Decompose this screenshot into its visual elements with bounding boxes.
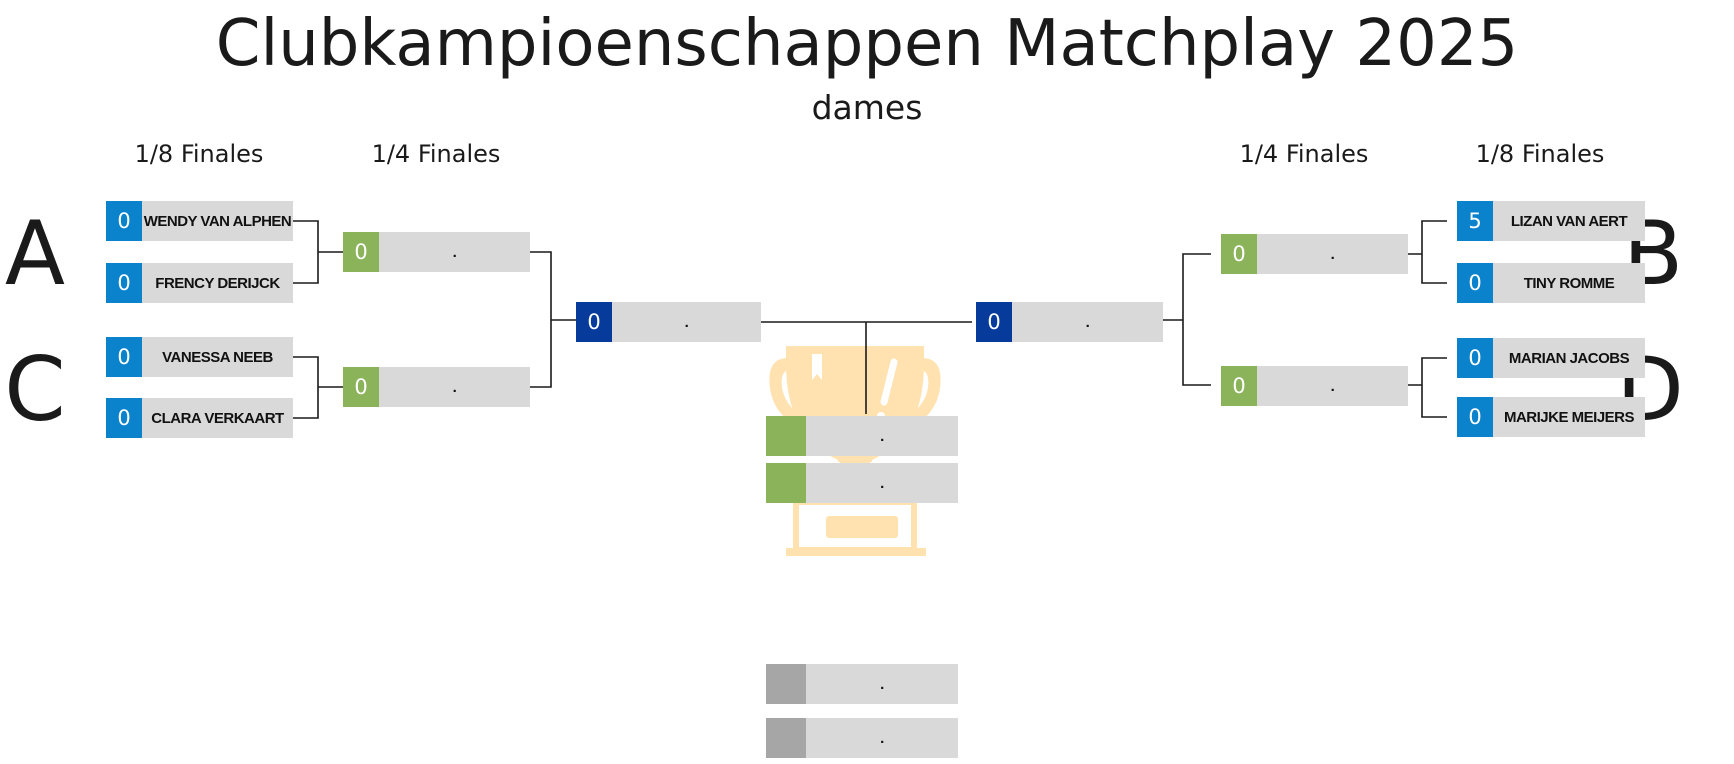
player-name: MARIAN JACOBS — [1493, 338, 1645, 378]
player-name: . — [1257, 366, 1408, 406]
right-r16-slot-2[interactable]: 0 TINY ROMME — [1457, 263, 1645, 303]
semi-right-slot[interactable]: 0 . — [976, 302, 1163, 342]
round-label-left-qf: 1/4 Finales — [371, 140, 501, 168]
player-name: . — [806, 664, 958, 704]
score-box: 0 — [1221, 366, 1257, 406]
player-name: . — [612, 302, 761, 342]
right-qf-slot-1[interactable]: 0 . — [1221, 234, 1408, 274]
player-name: . — [379, 232, 530, 272]
score-box: 0 — [106, 398, 142, 438]
semi-left-slot[interactable]: 0 . — [576, 302, 761, 342]
score-box — [766, 718, 806, 758]
page-title: Clubkampioenschappen Matchplay 2025 — [215, 7, 1519, 81]
player-name: . — [379, 367, 530, 407]
left-qf-slot-1[interactable]: 0 . — [343, 232, 530, 272]
score-box: 0 — [343, 367, 379, 407]
player-name: . — [806, 416, 958, 456]
score-box: 0 — [1457, 263, 1493, 303]
round-label-left-r16: 1/8 Finales — [134, 140, 264, 168]
score-box: 0 — [106, 337, 142, 377]
page-subtitle: dames — [811, 88, 923, 127]
score-box: 0 — [976, 302, 1012, 342]
player-name: WENDY VAN ALPHEN — [142, 201, 293, 241]
left-qf-slot-2[interactable]: 0 . — [343, 367, 530, 407]
player-name: LIZAN VAN AERT — [1493, 201, 1645, 241]
player-name: . — [1012, 302, 1163, 342]
score-box — [766, 463, 806, 503]
player-name: . — [1257, 234, 1408, 274]
group-letter-c: C — [4, 338, 66, 441]
left-r16-slot-2[interactable]: 0 FRENCY DERIJCK — [106, 263, 293, 303]
left-r16-slot-4[interactable]: 0 CLARA VERKAART — [106, 398, 293, 438]
score-box — [766, 664, 806, 704]
right-r16-slot-3[interactable]: 0 MARIAN JACOBS — [1457, 338, 1645, 378]
player-name: MARIJKE MEIJERS — [1493, 397, 1645, 437]
player-name: VANESSA NEEB — [142, 337, 293, 377]
score-box: 0 — [1457, 338, 1493, 378]
player-name: FRENCY DERIJCK — [142, 263, 293, 303]
final-slot-2[interactable]: . — [766, 463, 958, 503]
score-box: 0 — [1457, 397, 1493, 437]
right-r16-slot-4[interactable]: 0 MARIJKE MEIJERS — [1457, 397, 1645, 437]
player-name: CLARA VERKAART — [142, 398, 293, 438]
final-slot-1[interactable]: . — [766, 416, 958, 456]
group-letter-a: A — [4, 202, 66, 305]
score-box: 0 — [106, 263, 142, 303]
right-r16-slot-1[interactable]: 5 LIZAN VAN AERT — [1457, 201, 1645, 241]
right-qf-slot-2[interactable]: 0 . — [1221, 366, 1408, 406]
score-box: 5 — [1457, 201, 1493, 241]
round-label-right-qf: 1/4 Finales — [1239, 140, 1369, 168]
round-label-right-r16: 1/8 Finales — [1475, 140, 1605, 168]
score-box: 0 — [576, 302, 612, 342]
score-box: 0 — [106, 201, 142, 241]
score-box — [766, 416, 806, 456]
player-name: . — [806, 463, 958, 503]
left-r16-slot-3[interactable]: 0 VANESSA NEEB — [106, 337, 293, 377]
third-place-slot-2[interactable]: . — [766, 718, 958, 758]
score-box: 0 — [343, 232, 379, 272]
left-r16-slot-1[interactable]: 0 WENDY VAN ALPHEN — [106, 201, 293, 241]
score-box: 0 — [1221, 234, 1257, 274]
third-place-slot-1[interactable]: . — [766, 664, 958, 704]
player-name: . — [806, 718, 958, 758]
player-name: TINY ROMME — [1493, 263, 1645, 303]
